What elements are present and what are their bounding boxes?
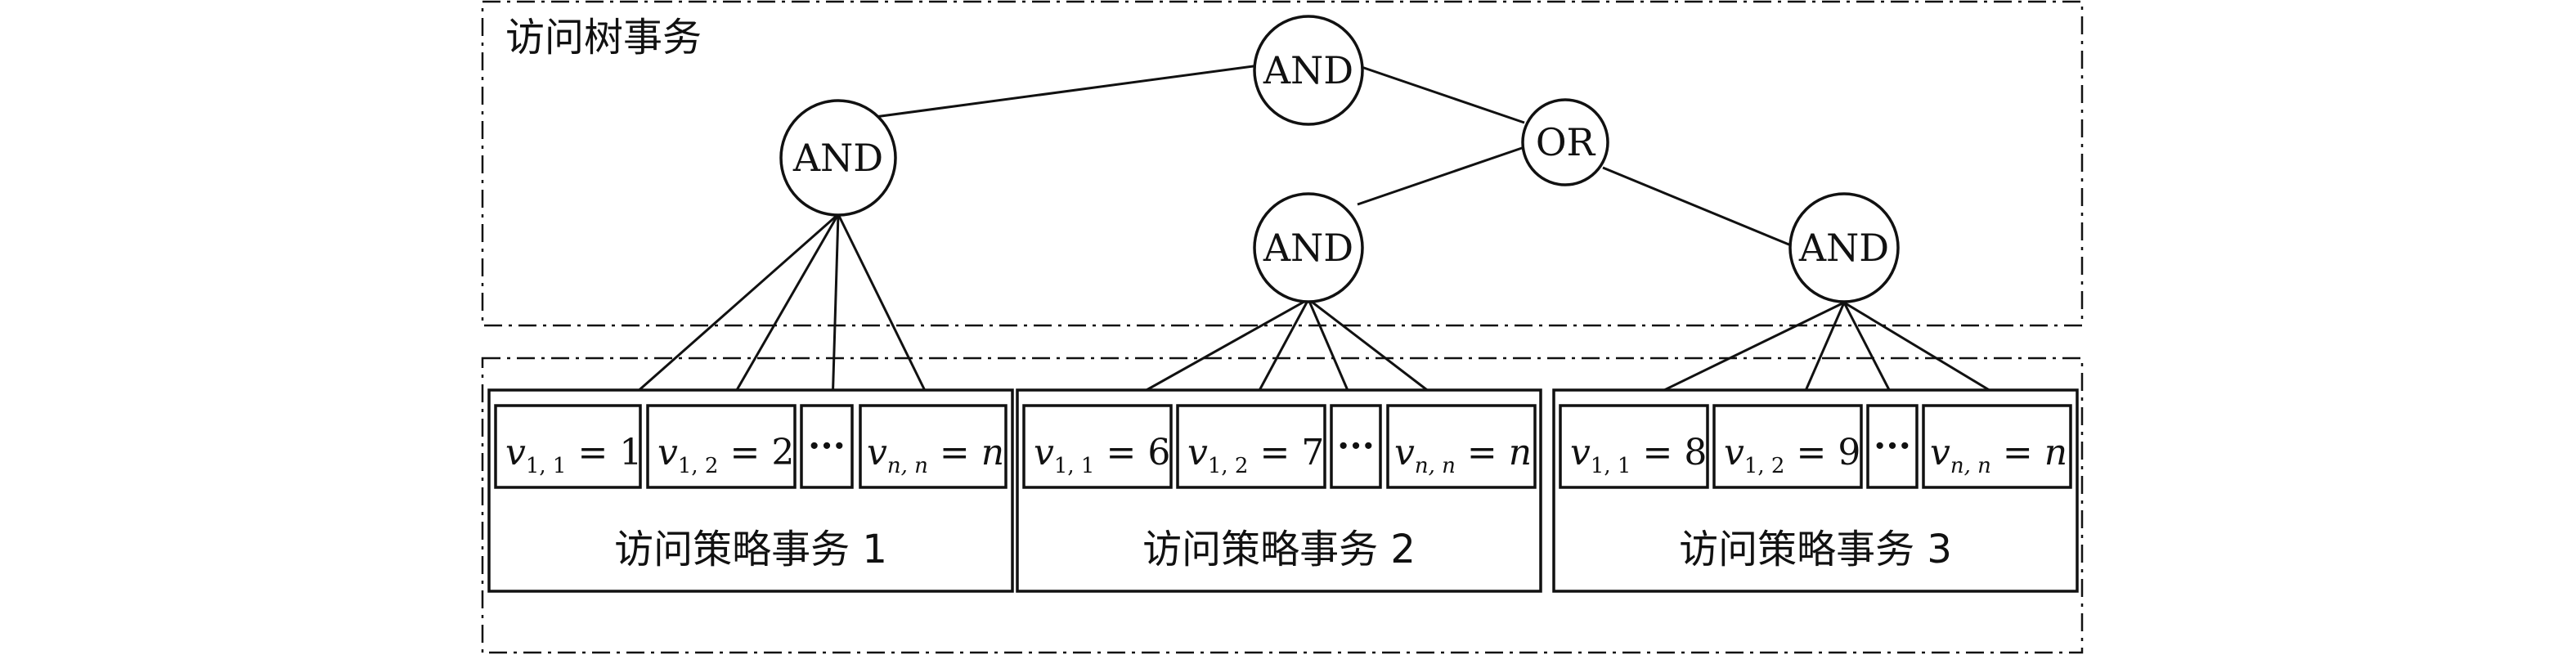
edge-mid-cell1 — [1118, 298, 1309, 407]
edge-left-cell1 — [621, 213, 839, 407]
node-root-label: AND — [1263, 48, 1353, 92]
edge-left-cell2 — [726, 213, 840, 406]
cell-v12 — [1176, 404, 1326, 489]
cell-v12-expr: v1, 2 = 2 — [657, 432, 794, 478]
edge-right-cell3 — [1842, 302, 1899, 406]
policy-group-1: v1, 1 = 1 v1, 2 = 2 ··· vn, n = n 访问策略事务… — [487, 388, 1014, 593]
cell-vnn-expr: vn, n = n — [1930, 432, 2067, 478]
edge-right-cell2 — [1797, 302, 1846, 406]
edge-left-cell3 — [831, 213, 840, 406]
cell-vnn — [1922, 404, 2072, 489]
cell-vnn-expr: vn, n = n — [867, 432, 1004, 478]
tree-edges — [621, 64, 2016, 407]
cell-v11 — [494, 404, 642, 489]
tree-frame-label: 访问树事务 — [505, 15, 702, 61]
cell-ellipsis — [1330, 404, 1382, 489]
policy-group-1-label: 访问策略事务 1 — [614, 527, 887, 572]
node-root: AND — [1253, 15, 1364, 126]
cell-v11-expr: v1, 1 = 8 — [1570, 432, 1707, 478]
edge-left-cell4 — [837, 213, 934, 406]
cell-v11 — [1022, 404, 1173, 489]
policy-transactions-frame — [481, 357, 2084, 654]
node-right-and: AND — [1788, 192, 1900, 303]
policy-group-3: v1, 1 = 8 v1, 2 = 9 ··· vn, n = n 访问策略事务… — [1552, 388, 2079, 593]
edge-right-cell1 — [1631, 301, 1845, 407]
policy-group-2-label: 访问策略事务 2 — [1142, 527, 1416, 572]
cell-vnn — [859, 404, 1008, 489]
node-right-and-label: AND — [1798, 226, 1889, 270]
cell-v12-expr: v1, 2 = 7 — [1187, 432, 1324, 478]
cell-ellipsis-text: ··· — [808, 425, 846, 467]
cell-v12 — [646, 404, 797, 489]
node-left-and-label: AND — [792, 136, 883, 180]
cell-ellipsis-text: ··· — [1337, 425, 1375, 467]
node-mid-and: AND — [1253, 192, 1364, 303]
cell-v12 — [1712, 404, 1863, 489]
edge-mid-cell3 — [1307, 298, 1356, 406]
node-or: OR — [1521, 98, 1609, 186]
node-left-and: AND — [779, 99, 897, 217]
cell-ellipsis — [1866, 404, 1919, 489]
edge-right-cell4 — [1843, 301, 2016, 407]
node-mid-and-label: AND — [1263, 226, 1353, 270]
node-or-label: OR — [1536, 120, 1596, 164]
edge-mid-cell2 — [1250, 298, 1310, 406]
access-tree-frame — [481, 0, 2084, 327]
cell-v11-expr: v1, 1 = 6 — [1034, 432, 1170, 478]
cell-vnn-expr: vn, n = n — [1394, 432, 1532, 478]
cell-v11 — [1559, 404, 1709, 489]
edge-or-right — [1602, 166, 1792, 247]
cell-vnn — [1386, 404, 1537, 489]
policy-group-3-label: 访问策略事务 3 — [1679, 527, 1952, 572]
edge-mid-cell4 — [1308, 298, 1448, 407]
edge-root-or — [1361, 65, 1525, 124]
edge-root-left — [837, 64, 1260, 123]
edge-or-mid — [1357, 146, 1525, 206]
cell-ellipsis — [800, 404, 854, 489]
policy-group-2: v1, 1 = 6 v1, 2 = 7 ··· vn, n = n 访问策略事务… — [1016, 388, 1542, 593]
cell-ellipsis-text: ··· — [1874, 425, 1911, 467]
cell-v12-expr: v1, 2 = 9 — [1724, 432, 1860, 478]
cell-v11-expr: v1, 1 = 1 — [505, 432, 642, 478]
